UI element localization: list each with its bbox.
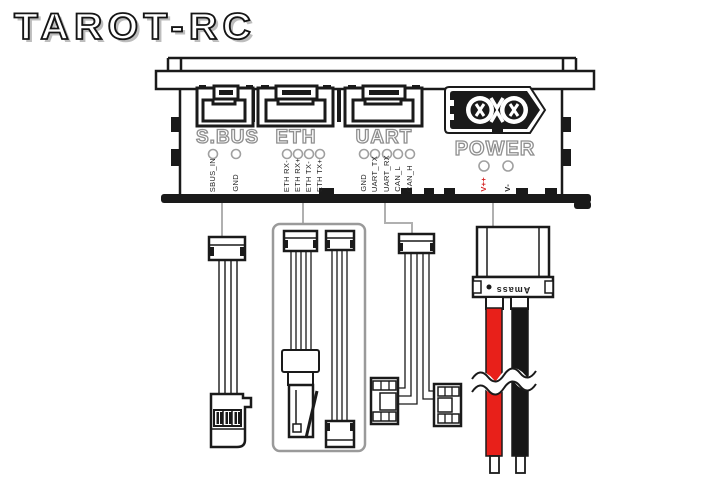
- port-label-eth: ETH: [275, 126, 317, 148]
- pin-label-sbus-in: SBUS_IN: [208, 157, 217, 192]
- pin-label-can-l: CAN_L: [393, 166, 402, 192]
- leader-lines: [221, 203, 494, 238]
- port-label-sbus: S.BUS: [195, 126, 260, 148]
- pin-label-sbus-gnd: GND: [231, 174, 240, 192]
- uart-port-drawing: [343, 84, 424, 128]
- pin-label-v-minus: V-: [503, 184, 512, 192]
- pin-label-uart-rx: UART_RX: [382, 155, 391, 192]
- pin-label-eth-rx-plus: ETH RX+: [293, 158, 302, 192]
- eth-cable-jst-drawing: [324, 229, 356, 449]
- pin-label-eth-tx-minus: ETH TX-: [304, 160, 313, 192]
- pin-label-v-plus: V++: [479, 177, 488, 192]
- port-label-uart: UART: [355, 126, 413, 148]
- device-outline: [154, 56, 596, 195]
- port-label-power: POWER: [454, 137, 536, 160]
- pin-label-uart-tx: UART_TX: [370, 155, 379, 192]
- uart-cable-drawing: [369, 232, 463, 428]
- device-bottom-bar: [161, 188, 591, 209]
- eth-cable-rj45-drawing: [281, 229, 320, 439]
- pin-label-can-h: CAN_H: [405, 165, 414, 192]
- power-connector-brand-text: Amass: [495, 285, 531, 295]
- pin-label-eth-tx-plus: ETH TX+: [315, 158, 324, 192]
- wire-break-symbol: [466, 367, 542, 396]
- pin-label-eth-rx-minus: ETH RX-: [282, 159, 291, 192]
- brand-logo: TAROT-RC: [13, 5, 257, 48]
- power-cable-drawing: [466, 225, 555, 474]
- sbus-cable-drawing: [207, 235, 253, 449]
- power-port-drawing: [444, 86, 547, 134]
- sbus-port-drawing: [195, 84, 255, 128]
- eth-cables-box: [271, 222, 367, 453]
- eth-port-drawing: [256, 84, 335, 128]
- pin-indicator-circles: [207, 148, 514, 172]
- pin-label-uart-gnd: GND: [359, 174, 368, 192]
- device-side-tabs: [171, 117, 571, 166]
